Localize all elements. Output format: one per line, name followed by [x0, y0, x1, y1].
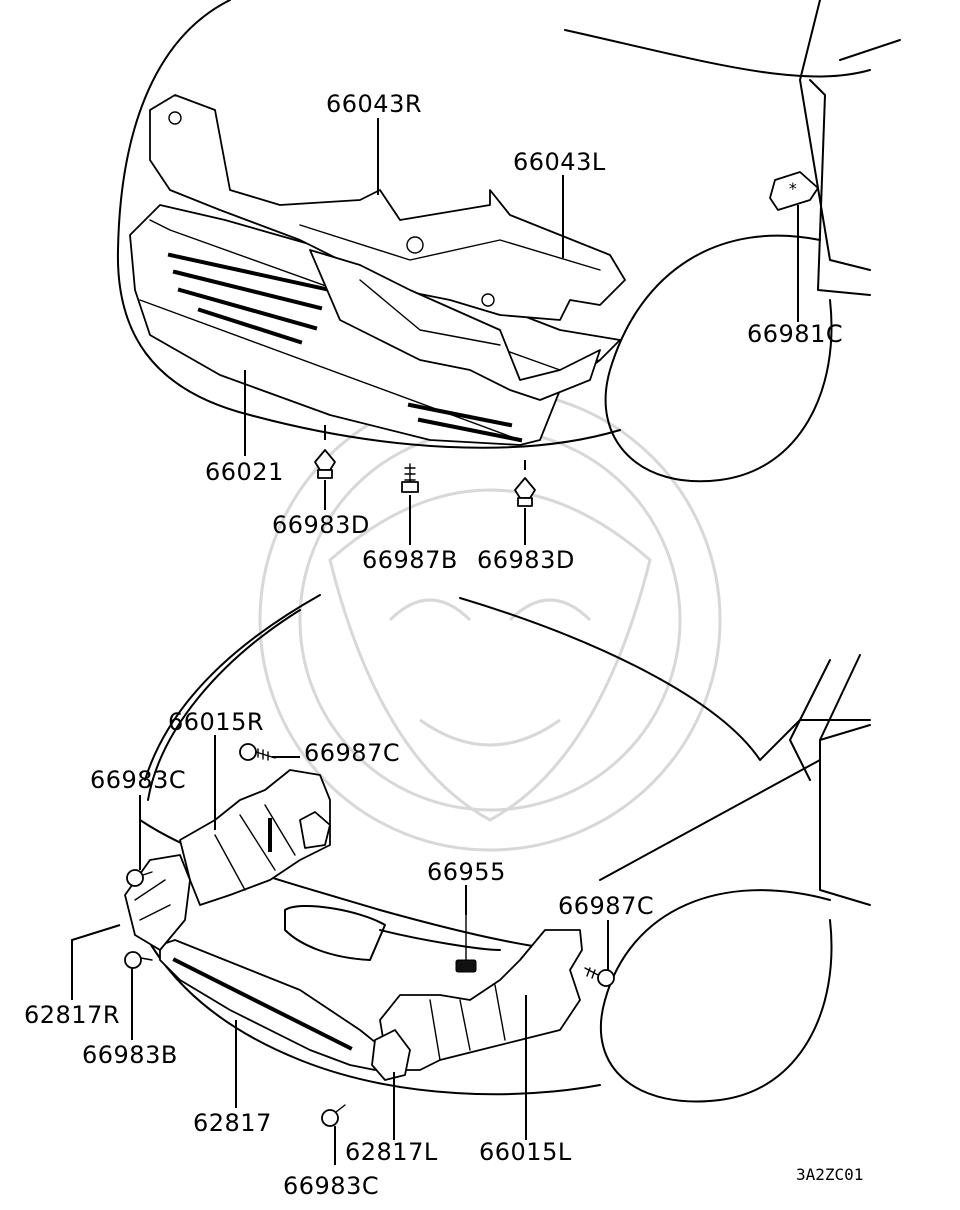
label-66043L: 66043L — [513, 148, 606, 176]
label-66981C: 66981C — [747, 320, 843, 348]
label-66987C-left: 66987C — [304, 739, 400, 767]
clip-66983D-right — [514, 477, 536, 507]
splash-shield-66015R — [179, 769, 331, 906]
bolt-66987C-right — [584, 967, 615, 987]
label-66983C-left: 66983C — [90, 766, 186, 794]
splash-shield-66015L — [379, 929, 583, 1071]
label-66015R: 66015R — [168, 708, 264, 736]
bolt-66987C-left — [239, 743, 276, 761]
top-leader-lines — [244, 118, 799, 545]
label-66015L: 66015L — [479, 1138, 572, 1166]
label-66983D-right: 66983D — [477, 546, 575, 574]
cover-62817L — [371, 1029, 411, 1081]
label-66987C-right: 66987C — [558, 892, 654, 920]
label-62817: 62817 — [193, 1109, 272, 1137]
top-panel-66043L — [309, 249, 601, 401]
label-66983B: 66983B — [82, 1041, 178, 1069]
svg-text:*: * — [788, 179, 798, 198]
label-62817R: 62817R — [24, 1001, 120, 1029]
bracket-66981C: * — [769, 171, 819, 211]
label-66983C-bottom: 66983C — [283, 1172, 379, 1200]
diagram-code: 3A2ZC01 — [796, 1165, 863, 1184]
top-panel-66043R — [149, 94, 626, 321]
clip-66983D-left — [314, 449, 336, 479]
top-grille-slats — [167, 252, 523, 443]
part-labels: 66043R 66043L 66981C 66021 66983D 66987B… — [24, 90, 863, 1200]
label-66955: 66955 — [427, 858, 506, 886]
nut-66955 — [455, 914, 477, 973]
cover-62817 — [159, 939, 386, 1071]
label-66021: 66021 — [205, 458, 284, 486]
bottom-leader-lines — [71, 735, 609, 1165]
label-66987B: 66987B — [362, 546, 458, 574]
top-vehicle-outline — [116, 0, 901, 483]
label-66043R: 66043R — [326, 90, 422, 118]
bolt-66987B — [401, 463, 419, 493]
clip-66983C-bottom — [321, 1104, 346, 1127]
label-62817L: 62817L — [345, 1138, 438, 1166]
clip-66983B — [124, 951, 153, 969]
clip-66983C-left — [126, 869, 153, 887]
label-66983D-left: 66983D — [272, 511, 370, 539]
